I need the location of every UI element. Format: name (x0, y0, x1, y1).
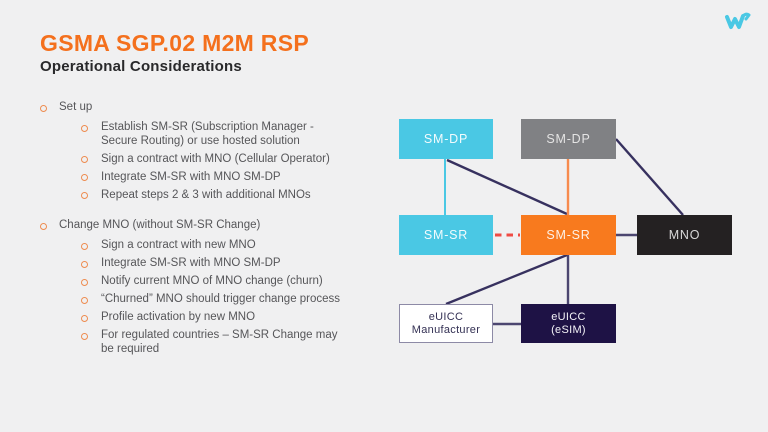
bullet-group-label: Change MNO (without SM-SR Change) (40, 219, 370, 232)
brand-logo-icon (725, 12, 751, 29)
node-sm-sr-orange: SM-SR (521, 215, 616, 255)
node-euicc-esim: eUICC (eSIM) (521, 304, 616, 343)
group-label-text: Set up (59, 101, 93, 113)
list-item-text: Notify current MNO of MNO change (churn) (101, 275, 323, 287)
list-item-text: Integrate SM-SR with MNO SM-DP (101, 257, 281, 269)
list-item: “Churned” MNO should trigger change proc… (81, 293, 370, 307)
bullet-circle-icon (40, 222, 47, 230)
bullet-circle-icon (81, 192, 88, 199)
logo-swoosh-stroke (741, 12, 751, 21)
bullet-circle-icon (81, 260, 88, 268)
node-sm-sr-cyan: SM-SR (399, 215, 493, 255)
list-item: For regulated countries – SM-SR Change m… (81, 329, 370, 356)
sub-bullet-list: Establish SM-SR (Subscription Manager - … (40, 121, 370, 202)
list-item-text: Repeat steps 2 & 3 with additional MNOs (101, 188, 311, 201)
bullet-circle-icon (81, 124, 88, 132)
list-item-text: Establish SM-SR (Subscription Manager - … (101, 121, 314, 147)
bullet-list: Set up Establish SM-SR (Subscription Man… (40, 101, 370, 373)
bullet-group-setup: Set up Establish SM-SR (Subscription Man… (40, 101, 370, 202)
list-item: Sign a contract with new MNO (81, 239, 370, 253)
bullet-circle-icon (81, 156, 88, 163)
list-item-text: Integrate SM-SR with MNO SM-DP (101, 170, 281, 183)
group-label-text: Change MNO (without SM-SR Change) (59, 219, 261, 231)
edge-smdp-cyan-to-smsr-orange (446, 158, 568, 216)
sub-bullet-list: Sign a contract with new MNO Integrate S… (40, 239, 370, 356)
edge-smsr-orange-to-euicc-manufacturer (445, 253, 568, 306)
list-item: Integrate SM-SR with MNO SM-DP (81, 171, 370, 185)
list-item: Integrate SM-SR with MNO SM-DP (81, 257, 370, 271)
bullet-circle-icon (81, 332, 88, 340)
list-item-text: Sign a contract with MNO (Cellular Opera… (101, 152, 330, 165)
bullet-circle-icon (81, 296, 88, 304)
list-item: Sign a contract with MNO (Cellular Opera… (81, 153, 370, 167)
logo-w-stroke (725, 14, 745, 29)
node-mno: MNO (637, 215, 732, 255)
list-item: Profile activation by new MNO (81, 311, 370, 325)
bullet-group-change-mno: Change MNO (without SM-SR Change) Sign a… (40, 219, 370, 356)
list-item: Notify current MNO of MNO change (churn) (81, 275, 370, 289)
list-item: Establish SM-SR (Subscription Manager - … (81, 121, 370, 148)
node-sm-dp-gray: SM-DP (521, 119, 616, 159)
page-subtitle: Operational Considerations (40, 58, 242, 75)
bullet-circle-icon (81, 314, 88, 322)
list-item-text: Sign a contract with new MNO (101, 239, 256, 251)
bullet-circle-icon (81, 278, 88, 286)
list-item-text: For regulated countries – SM-SR Change m… (101, 329, 338, 355)
bullet-circle-icon (81, 174, 88, 181)
node-sm-dp-cyan: SM-DP (399, 119, 493, 159)
node-euicc-manufacturer: eUICC Manufacturer (399, 304, 493, 343)
edge-smdp-gray-to-mno (615, 138, 684, 216)
list-item-text: Profile activation by new MNO (101, 311, 256, 323)
list-item-text: “Churned” MNO should trigger change proc… (101, 293, 341, 305)
bullet-circle-icon (81, 242, 88, 250)
page-title: GSMA SGP.02 M2M RSP (40, 30, 309, 56)
bullet-circle-icon (40, 104, 47, 112)
bullet-group-label: Set up (40, 101, 370, 114)
list-item: Repeat steps 2 & 3 with additional MNOs (81, 189, 370, 203)
